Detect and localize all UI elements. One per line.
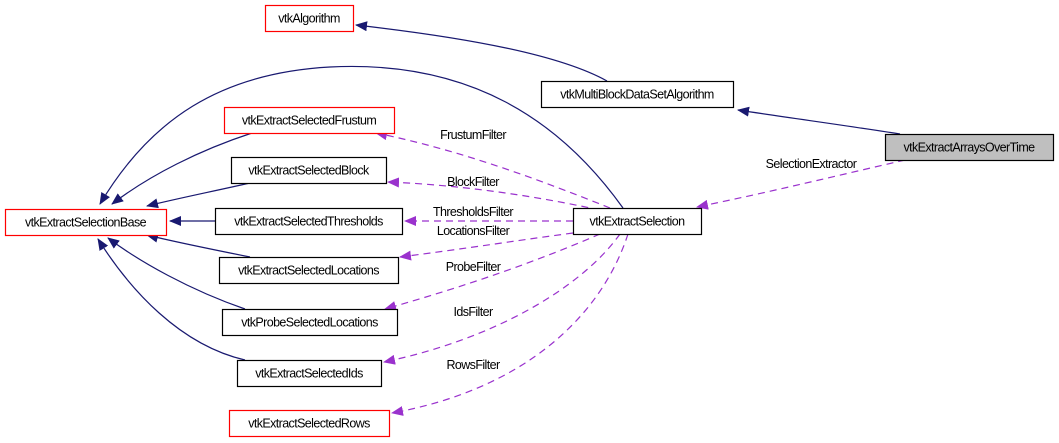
- node-vtk-extract-selection-base[interactable]: vtkExtractSelectionBase: [4, 208, 168, 237]
- node-vtk-extract-selected-locations[interactable]: vtkExtractSelectedLocations: [218, 256, 400, 285]
- node-box: [236, 359, 383, 388]
- usage-edge-block-filter: [387, 177, 601, 211]
- edge-label-frustum-filter: FrustumFilter: [440, 128, 506, 142]
- node-label: vtkExtractSelectedLocations: [238, 264, 379, 278]
- node-vtk-probe-selected-locations[interactable]: vtkProbeSelectedLocations: [221, 308, 399, 337]
- edge-label-block-filter: BlockFilter: [447, 175, 499, 189]
- node-label: vtkAlgorithm: [278, 12, 340, 26]
- usage-edge-locations-filter: [399, 232, 574, 261]
- usage-edge-probe-filter: [384, 233, 601, 311]
- node-label: vtkExtractArraysOverTime: [904, 141, 1036, 155]
- node-vtk-extract-selection[interactable]: vtkExtractSelection: [572, 207, 703, 236]
- inheritance-edge-vtk-extract-selected-frustum-to-vtk-extract-selection-base: [111, 132, 253, 205]
- node-box: [4, 208, 168, 237]
- node-vtk-multi-block-data-set-algorithm[interactable]: vtkMultiBlockDataSetAlgorithm: [540, 80, 735, 109]
- node-box: [228, 409, 391, 438]
- inheritance-edge-vtk-multi-block-data-set-algorithm-to-vtk-algorithm: [355, 21, 608, 82]
- edge-label-ids-filter: IdsFilter: [453, 305, 492, 319]
- inheritance-edge-vtk-extract-selection-to-vtk-extract-selection-base: [99, 65, 624, 209]
- node-label: vtkExtractSelectedRows: [248, 417, 370, 431]
- node-label: vtkExtractSelection: [590, 215, 686, 229]
- node-vtk-extract-selected-frustum[interactable]: vtkExtractSelectedFrustum: [223, 106, 396, 135]
- node-box: [264, 4, 355, 33]
- node-box: [218, 256, 400, 285]
- inheritance-edge-vtk-extract-selected-block-to-vtk-extract-selection-base: [146, 182, 251, 209]
- node-vtk-extract-selected-rows[interactable]: vtkExtractSelectedRows: [228, 409, 391, 438]
- node-box: [572, 207, 703, 236]
- usage-edge-ids-filter: [383, 233, 621, 365]
- node-box: [223, 106, 396, 135]
- edge-label-thresholds-filter: ThresholdsFilter: [433, 205, 513, 219]
- edge-label-rows-filter: RowsFilter: [446, 358, 499, 372]
- inheritance-edge-vtk-probe-selected-locations-to-vtk-extract-selection-base: [107, 237, 246, 310]
- node-box: [230, 156, 388, 185]
- node-vtk-extract-arrays-over-time[interactable]: vtkExtractArraysOverTime: [884, 133, 1055, 162]
- inheritance-edge-vtk-extract-selected-locations-to-vtk-extract-selection-base: [146, 232, 251, 258]
- usage-edge-frustum-filter: [375, 130, 611, 209]
- edge-label-locations-filter: LocationsFilter: [437, 224, 510, 238]
- node-vtk-extract-selected-thresholds[interactable]: vtkExtractSelectedThresholds: [214, 207, 404, 236]
- node-label: vtkExtractSelectedThresholds: [234, 215, 383, 229]
- inheritance-edge-vtk-extract-arrays-over-time-to-vtk-multi-block-data-set-algorithm: [737, 106, 901, 135]
- edge-label-probe-filter: ProbeFilter: [446, 260, 501, 274]
- node-box: [540, 80, 735, 109]
- node-box: [221, 308, 399, 337]
- node-label: vtkExtractSelectedIds: [255, 367, 363, 381]
- node-label: vtkExtractSelectedFrustum: [242, 114, 377, 128]
- usage-edge-rows-filter: [391, 233, 629, 416]
- node-vtk-extract-selected-ids[interactable]: vtkExtractSelectedIds: [236, 359, 383, 388]
- node-label: vtkExtractSelectedBlock: [248, 164, 370, 178]
- node-label: vtkProbeSelectedLocations: [241, 316, 378, 330]
- node-label: vtkMultiBlockDataSetAlgorithm: [560, 88, 714, 102]
- node-box: [214, 207, 404, 236]
- edge-label-selection-extractor: SelectionExtractor: [766, 157, 857, 171]
- node-label: vtkExtractSelectionBase: [25, 216, 147, 230]
- inheritance-edge-vtk-extract-selected-ids-to-vtk-extract-selection-base: [97, 238, 246, 361]
- usage-edge-selection-extractor: [696, 159, 906, 210]
- node-vtk-algorithm[interactable]: vtkAlgorithm: [264, 4, 355, 33]
- node-vtk-extract-selected-block[interactable]: vtkExtractSelectedBlock: [230, 156, 388, 185]
- node-box: [884, 133, 1055, 162]
